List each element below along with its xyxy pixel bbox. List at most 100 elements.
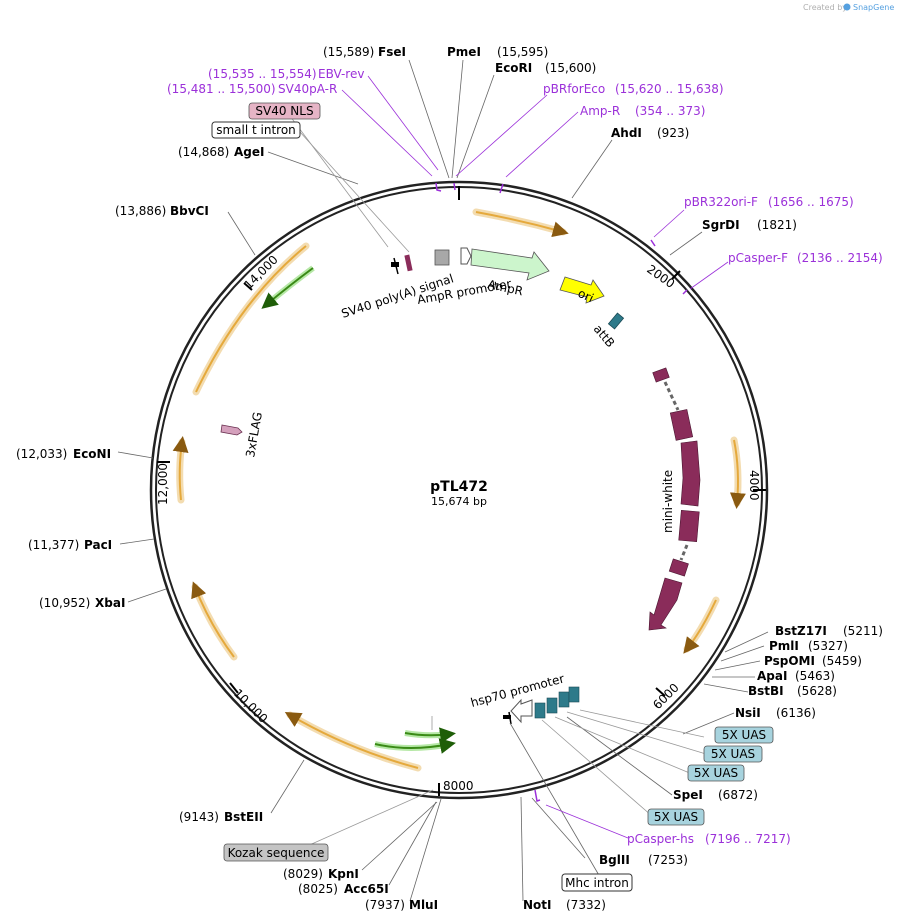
mini-white-label: mini-white bbox=[661, 470, 675, 533]
tick-8000: 8000 bbox=[443, 779, 474, 793]
uas-box-2[interactable]: 5X UAS bbox=[703, 745, 763, 763]
fsei-name[interactable]: FseI bbox=[378, 45, 406, 59]
apai-name[interactable]: ApaI bbox=[757, 669, 787, 683]
uas-box-3[interactable]: 5X UAS bbox=[687, 764, 745, 782]
mhc-intron-label: Mhc intron bbox=[565, 876, 629, 890]
position-ticks bbox=[157, 186, 766, 796]
paci-name[interactable]: PacI bbox=[84, 538, 112, 552]
agei-name[interactable]: AgeI bbox=[234, 145, 264, 159]
pbr322ori-f-pos: (1656 .. 1675) bbox=[768, 195, 854, 209]
acc65i-pos: (8025) bbox=[298, 882, 338, 896]
pcasper-hs-pos: (7196 .. 7217) bbox=[705, 832, 791, 846]
acc65i-name[interactable]: Acc65I bbox=[344, 882, 389, 896]
pmli-name[interactable]: PmlI bbox=[769, 639, 799, 653]
sv40-polya-glyph bbox=[391, 257, 399, 275]
uas-box-4[interactable]: 5X UAS bbox=[647, 808, 705, 826]
sgrdi-pos: (1821) bbox=[757, 218, 797, 232]
sv40-nls-glyph bbox=[404, 254, 413, 272]
bglii-pos: (7253) bbox=[648, 853, 688, 867]
ori-arrow bbox=[559, 276, 605, 304]
box-leader-lines bbox=[289, 115, 707, 852]
pcasper-f-name[interactable]: pCasper-F bbox=[728, 251, 788, 265]
ecori-name[interactable]: EcoRI bbox=[495, 61, 532, 75]
uas-label-3: 5X UAS bbox=[694, 766, 738, 780]
sv40-nls-box[interactable]: SV40 NLS bbox=[248, 102, 321, 120]
green-orfs bbox=[261, 265, 456, 754]
sv40pa-r-name[interactable]: SV40pA-R bbox=[278, 82, 337, 96]
bsteii-name[interactable]: BstEII bbox=[224, 810, 263, 824]
kozak-label: Kozak sequence bbox=[228, 846, 325, 860]
leader-lines bbox=[117, 59, 769, 902]
ampr-arrow bbox=[470, 248, 550, 281]
bstbi-pos: (5628) bbox=[797, 684, 837, 698]
bstz17i-name[interactable]: BstZ17I bbox=[775, 624, 827, 638]
ebv-rev-name[interactable]: EBV-rev bbox=[318, 67, 364, 81]
orf-arc-4 bbox=[284, 711, 419, 769]
plasmid-name: pTL472 bbox=[430, 479, 488, 495]
econi-name[interactable]: EcoNI bbox=[73, 447, 111, 461]
pbrforeco-pos: (15,620 .. 15,638) bbox=[615, 82, 724, 96]
kozak-box[interactable]: Kozak sequence bbox=[223, 843, 329, 862]
uas-label-2: 5X UAS bbox=[711, 747, 755, 761]
bbvci-pos: (13,886) bbox=[115, 204, 166, 218]
plasmid-length: 15,674 bp bbox=[431, 495, 487, 508]
uas-label-4: 5X UAS bbox=[654, 810, 698, 824]
ori-label: ori bbox=[576, 286, 596, 305]
nsii-pos: (6136) bbox=[776, 706, 816, 720]
primer-ticks bbox=[435, 182, 688, 802]
econi-pos: (12,033) bbox=[16, 447, 67, 461]
mhc-intron-box[interactable]: Mhc intron bbox=[561, 873, 633, 892]
bstz17i-pos: (5211) bbox=[843, 624, 883, 638]
amp-r-name[interactable]: Amp-R bbox=[580, 104, 620, 118]
tick-12000: 12,000 bbox=[156, 463, 170, 505]
pspomi-name[interactable]: PspOMI bbox=[764, 654, 815, 668]
orf-arc-5 bbox=[191, 581, 235, 658]
ampr-label: AmpR bbox=[486, 277, 524, 298]
orf-arc-2 bbox=[729, 439, 746, 509]
small-t-intron-label: small t intron bbox=[216, 123, 296, 137]
credit-brand: SnapGene bbox=[853, 3, 894, 12]
pcasper-hs-name[interactable]: pCasper-hs bbox=[627, 832, 694, 846]
green-orf-1 bbox=[261, 267, 314, 309]
flag-glyph bbox=[220, 424, 243, 436]
bbvci-name[interactable]: BbvCI bbox=[170, 204, 209, 218]
mini-white-gene bbox=[648, 367, 701, 631]
pbr322ori-f-name[interactable]: pBR322ori-F bbox=[684, 195, 758, 209]
mlui-pos: (7937) bbox=[365, 898, 405, 912]
nsii-name[interactable]: NsiI bbox=[735, 706, 761, 720]
mlui-name[interactable]: MluI bbox=[409, 898, 438, 912]
spei-pos: (6872) bbox=[718, 788, 758, 802]
bstbi-name[interactable]: BstBI bbox=[748, 684, 784, 698]
pmei-name[interactable]: PmeI bbox=[447, 45, 481, 59]
uas-label-1: 5X UAS bbox=[722, 728, 766, 742]
ampr-promoter-glyph bbox=[460, 247, 472, 265]
amp-r-pos: (354 .. 373) bbox=[635, 104, 705, 118]
bglii-name[interactable]: BglII bbox=[599, 853, 630, 867]
orf-arcs bbox=[172, 208, 746, 772]
green-orf-2 bbox=[374, 738, 456, 754]
uas-box-1[interactable]: 5X UAS bbox=[714, 726, 774, 744]
sv40pa-r-pos: (15,481 .. 15,500) bbox=[167, 82, 276, 96]
orf-arc-7 bbox=[195, 245, 307, 393]
sgrdi-name[interactable]: SgrDI bbox=[702, 218, 740, 232]
pcasper-f-pos: (2136 .. 2154) bbox=[797, 251, 883, 265]
ecori-pos: (15,600) bbox=[545, 61, 596, 75]
kpni-pos: (8029) bbox=[283, 867, 323, 881]
pmli-pos: (5327) bbox=[808, 639, 848, 653]
noti-name[interactable]: NotI bbox=[523, 898, 552, 912]
green-orf-3 bbox=[404, 727, 456, 744]
credit-prefix: Created by bbox=[803, 3, 847, 12]
fsei-pos: (15,589) bbox=[323, 45, 374, 59]
flag-label: 3xFLAG bbox=[243, 411, 265, 459]
xbai-name[interactable]: XbaI bbox=[95, 596, 125, 610]
ahdi-name[interactable]: AhdI bbox=[611, 126, 642, 140]
xbai-pos: (10,952) bbox=[39, 596, 90, 610]
pspomi-pos: (5459) bbox=[822, 654, 862, 668]
spei-name[interactable]: SpeI bbox=[673, 788, 703, 802]
small-t-intron-box[interactable]: small t intron bbox=[211, 121, 301, 139]
pbrforeco-name[interactable]: pBRforEco bbox=[543, 82, 605, 96]
kpni-name[interactable]: KpnI bbox=[328, 867, 359, 881]
sv40-nls-label: SV40 NLS bbox=[255, 104, 313, 118]
paci-pos: (11,377) bbox=[28, 538, 79, 552]
